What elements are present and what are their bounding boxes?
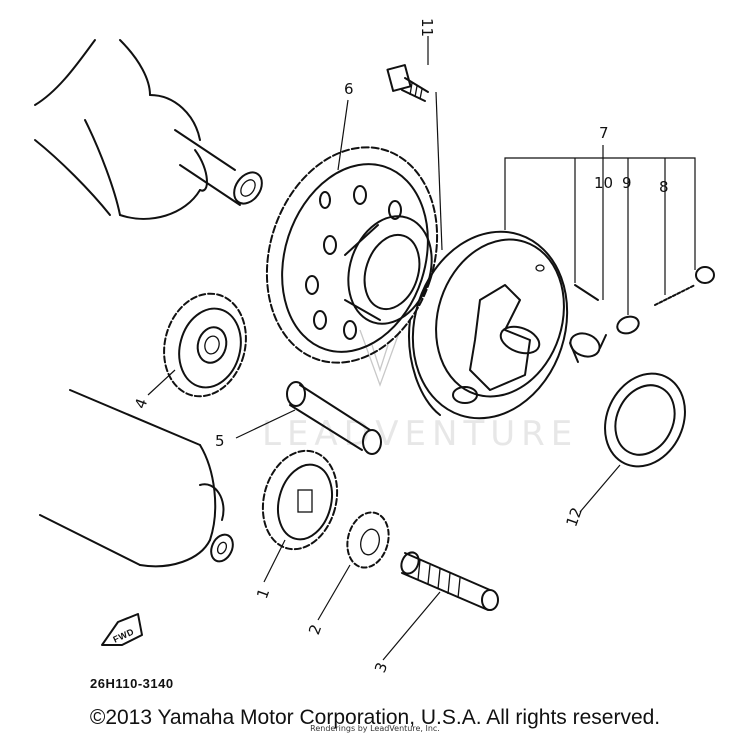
clutch-small-parts <box>569 266 715 363</box>
starter-wheel-gear <box>265 146 439 364</box>
washer <box>604 372 686 468</box>
bolt <box>386 64 429 102</box>
callout-1: 1 <box>253 586 273 601</box>
callout-leaders <box>147 36 696 661</box>
callout-labels: 1 2 3 4 5 6 7 8 9 10 11 12 <box>131 18 668 675</box>
callout-10: 10 <box>594 174 613 192</box>
callout-12: 12 <box>562 505 585 529</box>
callout-2: 2 <box>305 622 325 637</box>
callout-3: 3 <box>371 660 391 675</box>
starter-clutch-housing <box>408 230 569 420</box>
starter-motor <box>39 389 234 568</box>
crankshaft <box>34 39 263 220</box>
forward-arrow: FWD <box>101 613 143 646</box>
callout-4: 4 <box>131 396 151 411</box>
reduction-gear <box>261 449 339 551</box>
diagram-code: 26H110-3140 <box>90 676 174 691</box>
render-credit: Renderings by LeadVenture, Inc. <box>310 724 440 733</box>
splined-shaft <box>400 551 499 611</box>
callout-8: 8 <box>659 178 669 196</box>
callout-9: 9 <box>622 174 632 192</box>
callout-7: 7 <box>599 124 609 142</box>
small-gear <box>346 511 390 569</box>
idler-shaft <box>286 381 382 455</box>
callout-11: 11 <box>418 18 436 37</box>
copyright-notice: ©2013 Yamaha Motor Corporation, U.S.A. A… <box>89 706 661 729</box>
watermark-text: LEADVENTURE <box>262 414 578 454</box>
callout-6: 6 <box>344 80 354 98</box>
fwd-label: FWD <box>111 626 135 644</box>
idler-gear <box>163 292 247 398</box>
callout-5: 5 <box>215 432 225 450</box>
